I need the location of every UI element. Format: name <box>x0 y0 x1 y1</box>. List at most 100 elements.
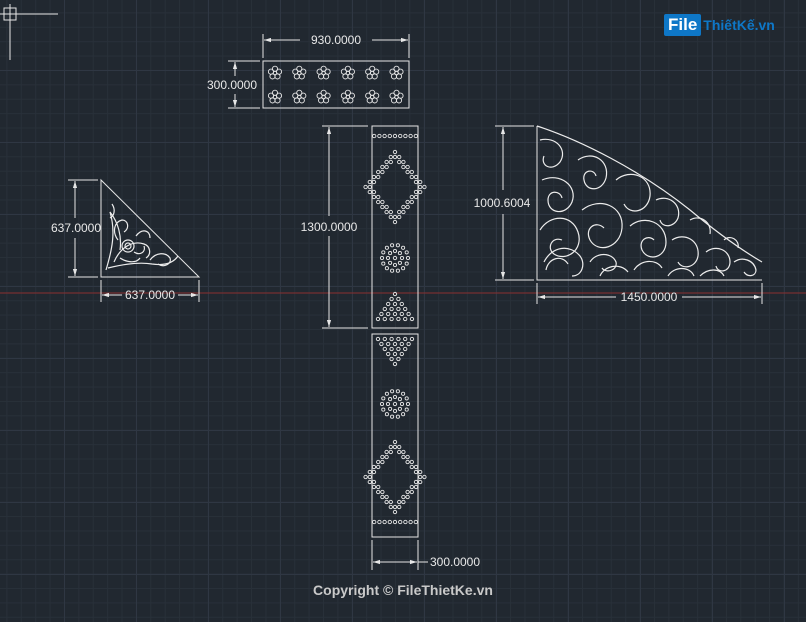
rosette-dot <box>395 268 400 273</box>
diamond-dot <box>413 464 419 470</box>
flower-motif <box>316 89 331 104</box>
rosette-dot <box>392 248 398 254</box>
border-dot <box>387 133 392 139</box>
diamond-dot <box>413 189 419 195</box>
triangle-dot <box>396 356 401 362</box>
rosette-dot <box>392 262 398 268</box>
diamond-dot <box>392 444 398 450</box>
diamond-dot <box>380 164 385 170</box>
triangle-dot <box>399 341 404 347</box>
fan-ornament[interactable] <box>536 125 763 281</box>
triangle-dot <box>396 316 401 322</box>
diamond-dot <box>397 154 402 160</box>
triangle-dot <box>399 301 404 307</box>
diamond-dot <box>376 459 381 465</box>
rosette-dot <box>381 407 386 412</box>
corner-width-dimension: 637.0000 <box>100 280 200 302</box>
flower-motif <box>292 89 307 104</box>
diamond-dot <box>384 494 389 500</box>
diamond-dot <box>367 189 372 195</box>
triangle-dot <box>375 316 381 322</box>
top-panel-height-dimension: 300.0000 <box>207 60 260 109</box>
border-dot <box>372 519 377 525</box>
diamond-dot <box>384 499 389 505</box>
triangle-dot <box>396 306 401 312</box>
triangle-dot <box>389 306 394 312</box>
triangle-dot <box>386 341 391 347</box>
border-dot <box>413 519 418 525</box>
diamond-dot <box>367 469 372 475</box>
triangle-dot <box>386 311 391 317</box>
diamond-dot <box>371 469 377 475</box>
rosette-dot <box>404 396 409 401</box>
border-dot <box>372 133 377 139</box>
triangle-dot <box>389 316 394 322</box>
diamond-dot <box>401 494 406 500</box>
border-dot <box>382 133 387 139</box>
diamond-dot <box>380 169 385 175</box>
column-width-label: 300.0000 <box>430 555 480 569</box>
corner-height-dimension: 637.0000 <box>51 179 101 278</box>
diamond-dot <box>367 184 372 190</box>
diamond-dot <box>376 169 381 175</box>
diamond-dot <box>388 159 393 165</box>
triangle-dot <box>396 336 401 342</box>
rosette-dot <box>401 391 406 396</box>
brand-logo: File ThiếtKế.vn <box>664 14 775 36</box>
diamond-dot <box>392 154 398 160</box>
diamond-dot <box>409 174 414 180</box>
rosette-dot <box>390 268 395 273</box>
diamond-dot <box>392 439 398 445</box>
diamond-dot <box>409 459 414 465</box>
rosette-dot <box>381 261 386 266</box>
border-dot <box>398 133 403 139</box>
diamond-dot <box>405 164 410 170</box>
copyright-watermark: Copyright © FileThietKe.vn <box>313 582 493 598</box>
fan-height-label: 1000.6004 <box>474 196 531 210</box>
corner-height-label: 637.0000 <box>51 221 101 235</box>
diamond-dot <box>363 184 368 190</box>
border-dot <box>392 133 398 139</box>
rosette-dot <box>381 396 386 401</box>
diamond-dot <box>409 484 414 490</box>
diamond-dot <box>384 159 389 165</box>
diamond-dot <box>388 499 393 505</box>
triangle-dot <box>386 301 391 307</box>
diamond-dot <box>367 479 372 485</box>
top-panel-width-dimension: 930.0000 <box>262 33 410 58</box>
diamond-dot <box>397 504 402 510</box>
diamond-dot <box>371 174 377 180</box>
logo-rest-text: ThiếtKế.vn <box>703 17 775 33</box>
diamond-dot <box>380 199 385 205</box>
diamond-dot <box>405 169 410 175</box>
rosette-dot <box>388 397 393 402</box>
diamond-dot <box>384 204 389 210</box>
corner-width-label: 637.0000 <box>125 288 175 302</box>
flower-motif <box>267 89 283 104</box>
corner-bracket[interactable] <box>100 178 201 278</box>
border-dot <box>413 133 418 139</box>
diamond-dot <box>376 464 381 470</box>
diamond-dot <box>376 484 381 490</box>
top-panel[interactable] <box>262 60 410 109</box>
column-panel[interactable] <box>363 125 427 538</box>
diamond-dot <box>388 154 393 160</box>
triangle-dot <box>396 296 401 302</box>
diamond-dot <box>401 159 406 165</box>
diamond-dot <box>397 444 402 450</box>
rosette-dot <box>397 260 402 265</box>
diamond-dot <box>405 459 410 465</box>
triangle-dot <box>406 311 411 317</box>
diamond-dot <box>401 454 406 460</box>
diamond-dot <box>376 489 381 495</box>
rosette-dot <box>404 407 409 412</box>
triangle-dot <box>396 346 401 352</box>
fan-height-dimension: 1000.6004 <box>474 125 534 281</box>
diamond-dot <box>380 204 385 210</box>
diamond-dot <box>409 199 414 205</box>
border-dot <box>377 133 382 139</box>
rosette-dot <box>404 261 409 266</box>
diamond-dot <box>409 169 414 175</box>
triangle-dot <box>382 306 387 312</box>
